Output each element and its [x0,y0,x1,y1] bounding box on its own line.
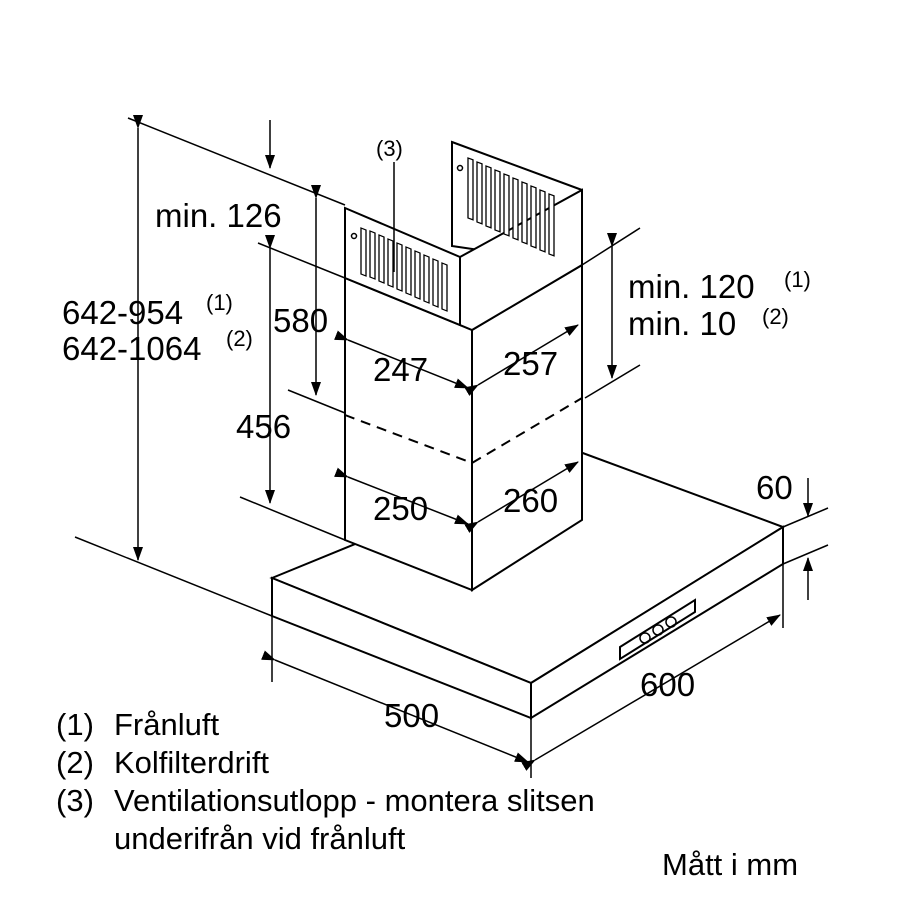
dimension-arrows [133,115,813,771]
label-total-height-1-note: (1) [206,290,233,315]
legend: (1) Frånluft (2) Kolfilterdrift (3) Vent… [56,707,798,882]
label-lower-chimney-height: 456 [236,408,291,445]
vent-slots-back [467,157,555,257]
label-total-height-2-note: (2) [226,326,253,351]
label-clearance-2: min. 10 [628,305,736,342]
vent-slots-front [360,227,448,312]
legend-num-1: (1) [56,707,94,742]
label-clearance-1: min. 120 [628,268,755,305]
label-upper-depth: 257 [503,345,558,382]
label-total-height-2: 642-1064 [62,330,201,367]
label-lower-depth: 260 [503,482,558,519]
label-canopy-width: 600 [640,666,695,703]
label-clearance-2-note: (2) [762,304,789,329]
legend-text-3: Ventilationsutlopp - montera slitsen [114,783,595,818]
upper-chimney [344,140,583,332]
label-clearance-1-note: (1) [784,267,811,292]
legend-text-1: Frånluft [114,707,219,742]
label-upper-chimney-height: 580 [273,302,328,339]
legend-num-2: (2) [56,745,94,780]
label-lower-width: 250 [373,490,428,527]
legend-text-2: Kolfilterdrift [114,745,269,780]
units-note: Mått i mm [662,847,798,882]
label-min-top: min. 126 [155,197,282,234]
label-canopy-height: 60 [756,469,793,506]
label-upper-width: 247 [373,351,428,388]
legend-text-3-cont: underifrån vid frånluft [114,821,406,856]
label-vent-callout: (3) [376,136,403,161]
label-total-height-1: 642-954 [62,294,183,331]
legend-num-3: (3) [56,783,94,818]
dimension-labels: 642-954 (1) 642-1064 (2) min. 126 580 45… [62,136,811,734]
label-canopy-depth: 500 [384,697,439,734]
